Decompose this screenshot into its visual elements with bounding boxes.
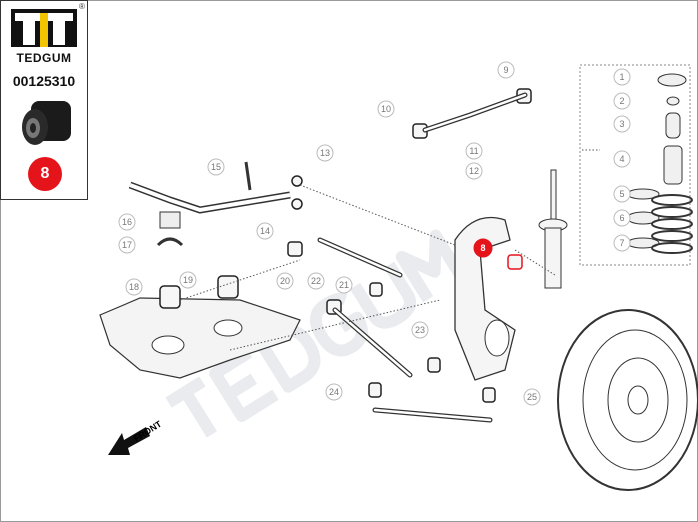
subframe-mount-left [151,335,185,355]
callout-3: 3 [613,115,631,133]
callout-circle [325,383,343,401]
front-arrow: FRONT [108,419,164,455]
callout-circle [523,388,541,406]
callout-circle [613,209,631,227]
callout-number: 9 [503,65,508,75]
stabilizer-bushing [159,211,181,229]
callout-circle [316,144,334,162]
callout-18: 18 [125,278,143,296]
strut-parts-group-outline [579,64,691,266]
callout-number: 24 [329,387,339,397]
part-number: 00125310 [12,73,76,89]
callout-number: 7 [619,238,624,248]
callout-13: 13 [316,144,334,162]
callout-23: 23 [411,321,429,339]
subframe-mount-right [213,319,243,337]
callout-21: 21 [335,276,353,294]
callout-16: 16 [118,213,136,231]
callout-number: 22 [311,276,321,286]
callout-1: 1 [613,68,631,86]
callout-circle [335,276,353,294]
stabilizer-clamp [156,237,184,247]
wheel [557,309,698,491]
tedgum-logo [11,9,77,47]
callout-6: 6 [613,209,631,227]
callout-circle [125,278,143,296]
brand-panel: ® TEDGUM 00125310 8 [0,0,88,200]
callout-circle [613,185,631,203]
callout-12: 12 [465,162,483,180]
callout-circle [276,272,294,290]
callout-25: 25 [523,388,541,406]
callout-number: 23 [415,325,425,335]
callout-number: 12 [469,166,479,176]
callout-circle [465,162,483,180]
callout-14: 14 [256,222,274,240]
front-label: FRONT [132,419,164,444]
callout-number: 21 [339,280,349,290]
callout-circle [118,213,136,231]
strut-parts [626,73,687,249]
callout-number: 14 [260,226,270,236]
callout-number: 11 [469,146,478,156]
callout-number: 19 [183,275,193,285]
callout-number: 2 [619,96,624,106]
callout-number: 20 [280,276,290,286]
callout-17: 17 [118,236,136,254]
callout-circle [613,115,631,133]
callout-4: 4 [613,150,631,168]
callout-circle [473,238,493,258]
callout-circle [411,321,429,339]
callout-circle [179,271,197,289]
callout-circle [307,272,325,290]
callout-number: 8 [480,243,485,253]
coil-spring [651,194,693,254]
callout-15: 15 [207,158,225,176]
stabilizer-link [244,161,252,191]
callout-circle [256,222,274,240]
callout-circle [465,142,483,160]
shock-absorber [538,169,568,289]
callout-5: 5 [613,185,631,203]
callout-7: 7 [613,234,631,252]
callout-circle [497,61,515,79]
callout-number: 13 [320,148,330,158]
callout-number: 3 [619,119,624,129]
callout-number: 25 [527,392,537,402]
callout-9: 9 [497,61,515,79]
bushing-product-image [22,101,71,145]
brand-name: TEDGUM [16,51,72,65]
callout-19: 19 [179,271,197,289]
bushings [159,88,532,403]
callout-22: 22 [307,272,325,290]
callout-24: 24 [325,383,343,401]
callout-20: 20 [276,272,294,290]
registered-mark: ® [79,2,85,11]
highlight-callout-badge: 8 [28,157,62,191]
callout-number: 17 [122,240,132,250]
callout-number: 6 [619,213,624,223]
callout-2: 2 [613,92,631,110]
callout-number: 4 [619,154,624,164]
callout-8: 8 [473,238,493,258]
subframe [99,297,301,379]
callout-number: 16 [122,217,132,227]
callout-circle [377,100,395,118]
leader-lines [179,149,600,351]
callout-number: 18 [129,282,139,292]
callout-number: 10 [381,104,391,114]
callout-circle [207,158,225,176]
callout-number: 1 [619,72,624,82]
callout-10: 10 [377,100,395,118]
callout-number: 5 [619,189,624,199]
callout-circle [118,236,136,254]
callout-circle [613,150,631,168]
callout-circle [613,68,631,86]
callout-number: 15 [211,162,221,172]
callout-circle [613,92,631,110]
callout-circle [613,234,631,252]
callout-11: 11 [465,142,483,160]
